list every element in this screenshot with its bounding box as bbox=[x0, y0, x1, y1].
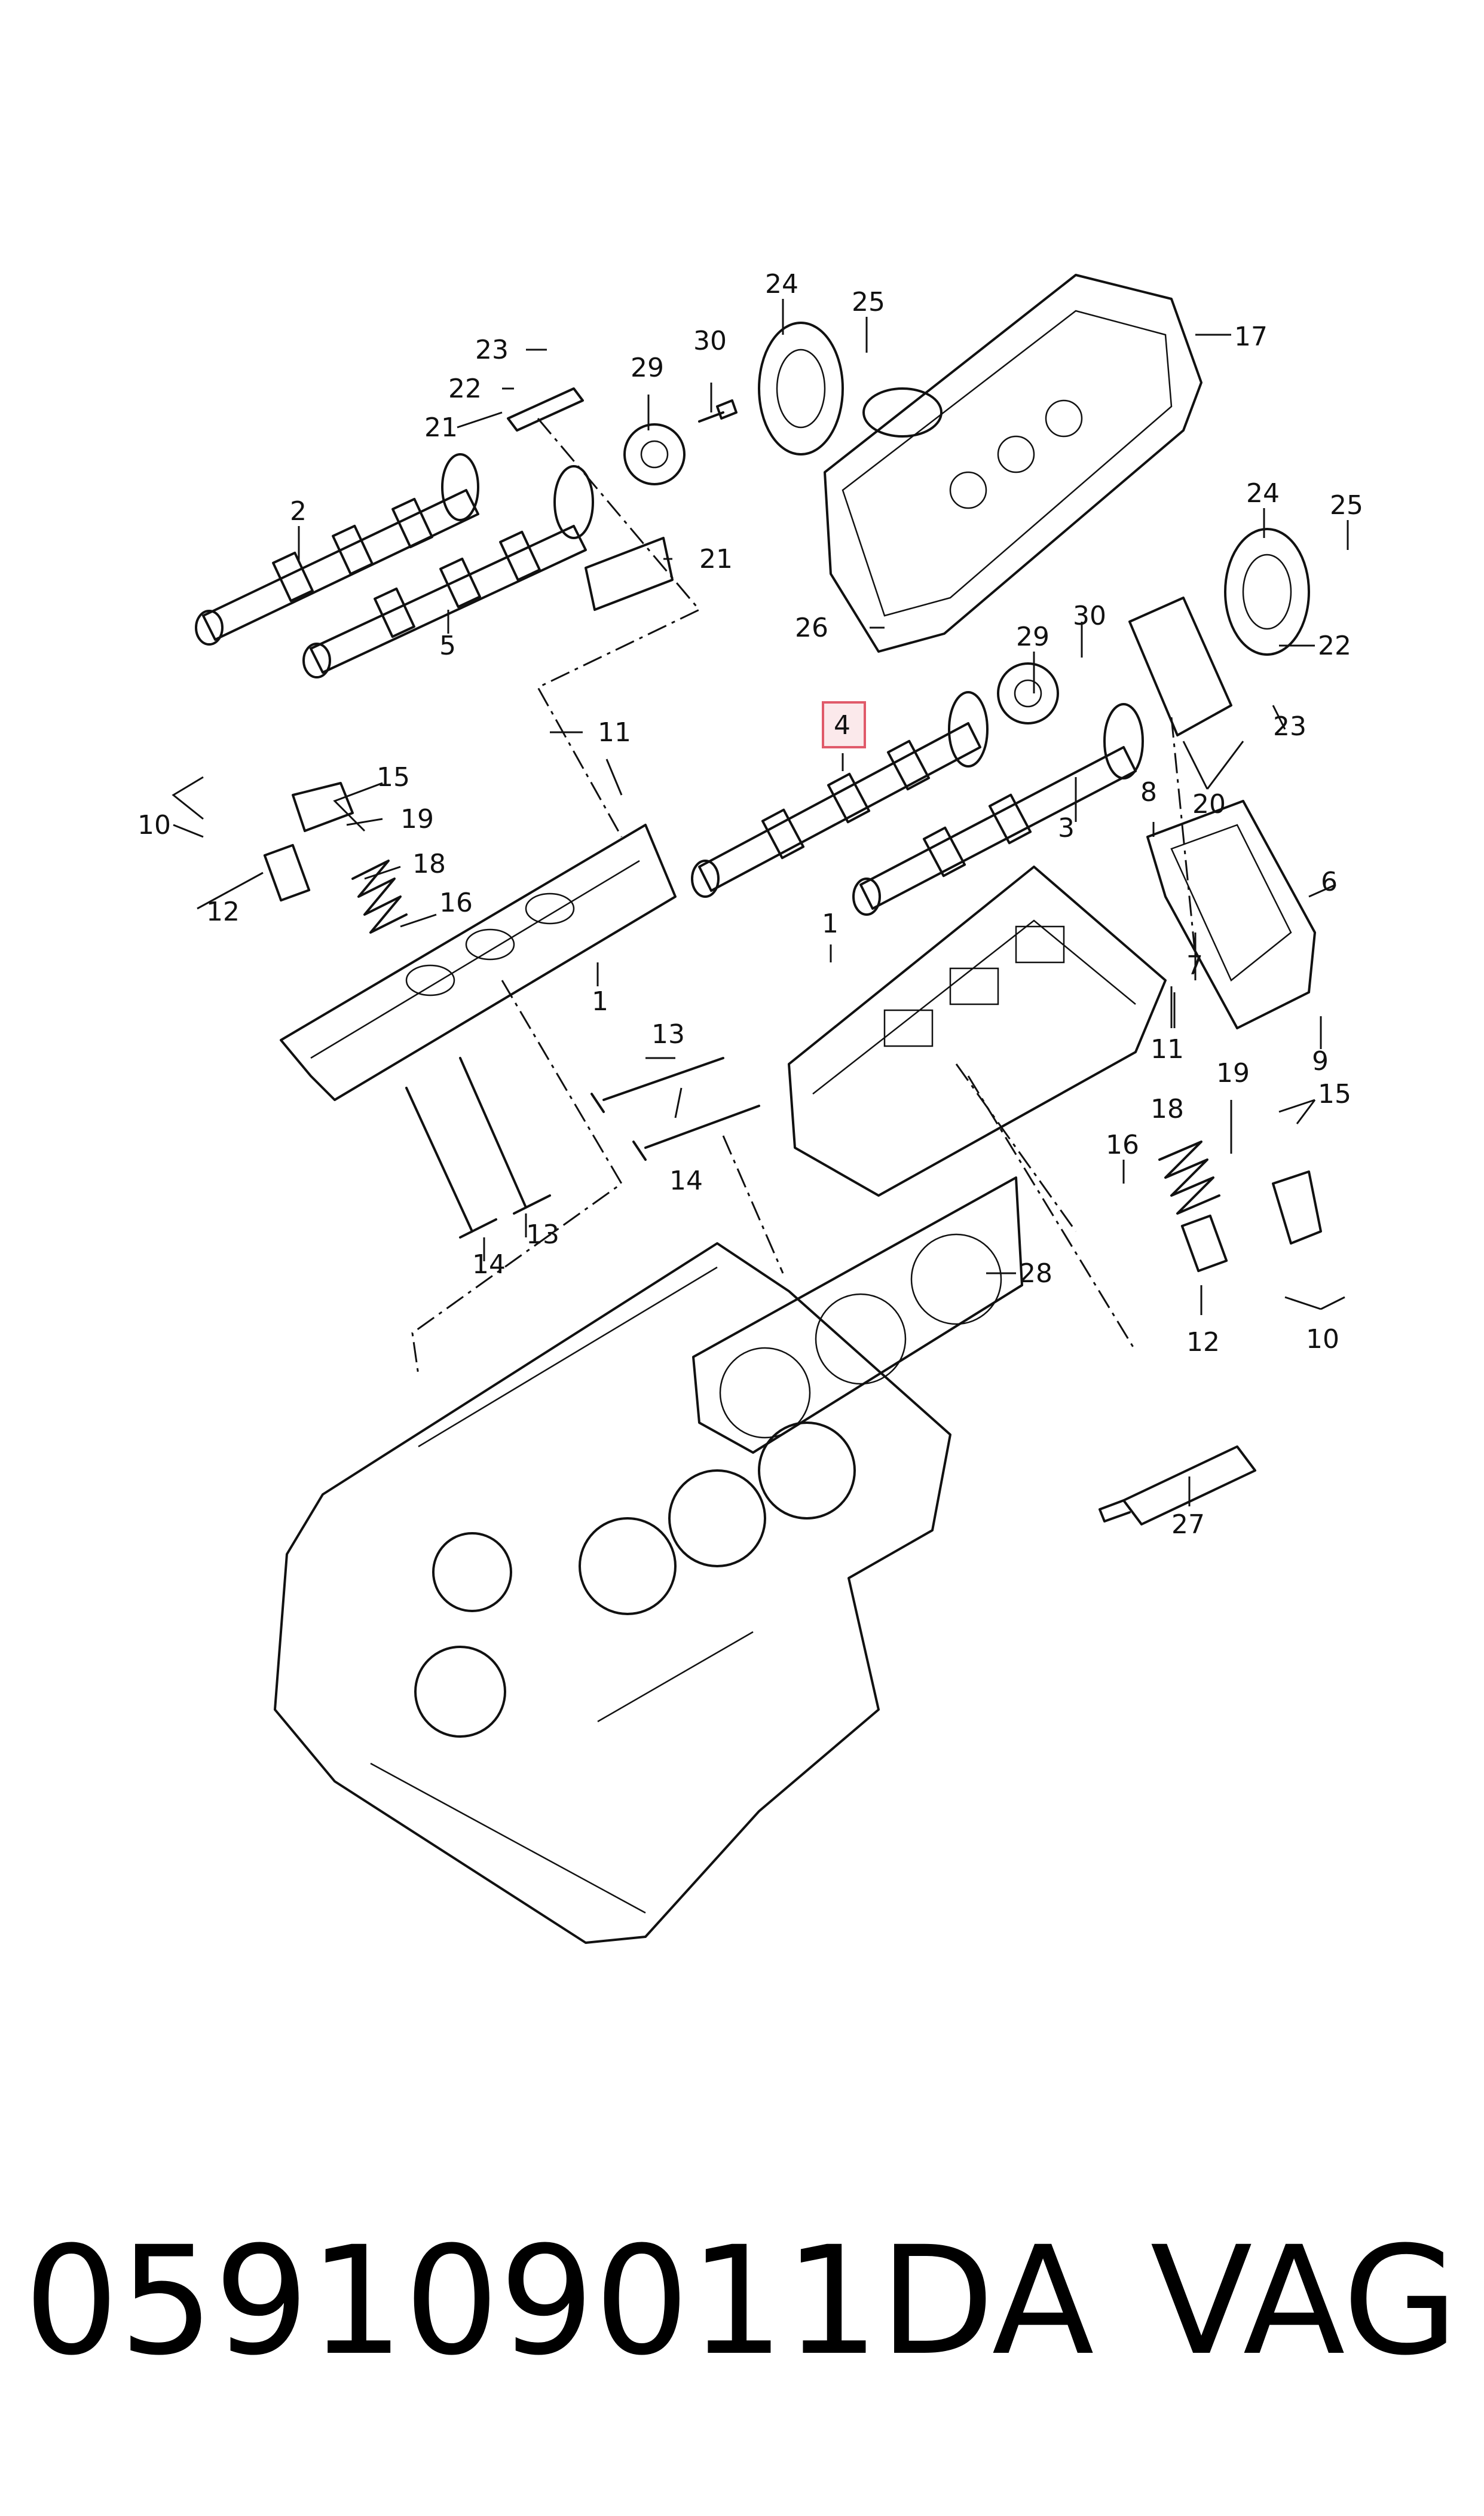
callout-1-left: 1 bbox=[592, 986, 608, 1017]
valve-left-13 bbox=[459, 1057, 551, 1215]
callout-29-top: 29 bbox=[631, 353, 664, 383]
callout-5: 5 bbox=[439, 631, 456, 661]
callout-22-right: 22 bbox=[1318, 631, 1351, 661]
callout-14-left: 14 bbox=[472, 1249, 506, 1280]
brand-label: VAG bbox=[1150, 2214, 1458, 2388]
sprocket-right bbox=[1224, 528, 1310, 656]
callout-9: 9 bbox=[1312, 1046, 1329, 1077]
callout-20: 20 bbox=[1192, 789, 1226, 820]
camshaft-adjuster-right bbox=[997, 662, 1059, 724]
camshaft-left-exhaust bbox=[302, 465, 594, 678]
callout-29-right: 29 bbox=[1016, 622, 1049, 652]
callout-labels: 1 1 2 3 4 5 6 7 8 9 10 10 11 11 12 12 13… bbox=[137, 269, 1363, 1540]
callout-24-top: 24 bbox=[765, 269, 798, 299]
callout-2: 2 bbox=[290, 496, 307, 527]
callout-19-right: 19 bbox=[1216, 1058, 1250, 1089]
head-gasket bbox=[692, 1176, 1023, 1454]
camshaft-right-exhaust bbox=[852, 703, 1144, 916]
bearing-bridge-left bbox=[585, 537, 674, 611]
cylinder-head-right bbox=[788, 866, 1167, 1197]
callout-28: 28 bbox=[1019, 1258, 1052, 1289]
callout-25-right: 25 bbox=[1330, 490, 1363, 521]
callout-23-right: 23 bbox=[1273, 711, 1306, 742]
callout-15-right: 15 bbox=[1318, 1079, 1351, 1109]
callout-24-right: 24 bbox=[1246, 478, 1280, 509]
camshaft-right-intake bbox=[691, 691, 989, 898]
valve-spring-right bbox=[1158, 1141, 1220, 1215]
valve-spring-left bbox=[351, 860, 408, 934]
camshaft-left-intake bbox=[195, 453, 479, 646]
highlight-box-part-4 bbox=[822, 701, 866, 748]
engine-block bbox=[274, 1242, 951, 1944]
callout-8: 8 bbox=[1140, 777, 1157, 808]
rocker-arm-left bbox=[292, 782, 354, 832]
callout-4: 4 bbox=[834, 710, 850, 741]
camshaft-adjuster-left bbox=[623, 423, 686, 485]
callout-3: 3 bbox=[1058, 813, 1075, 843]
callout-10-right: 10 bbox=[1306, 1324, 1339, 1355]
sealant-tube bbox=[1099, 1445, 1256, 1526]
callout-6: 6 bbox=[1321, 867, 1338, 897]
callout-17: 17 bbox=[1234, 322, 1268, 352]
bearing-cap-left bbox=[507, 387, 584, 432]
hydraulic-lifter-right bbox=[1180, 1214, 1228, 1273]
callout-27: 27 bbox=[1171, 1509, 1205, 1540]
callout-11-right: 11 bbox=[1151, 1034, 1184, 1065]
callout-15-left: 15 bbox=[377, 762, 410, 793]
callout-11-left: 11 bbox=[598, 717, 631, 748]
valve-cover bbox=[824, 274, 1203, 653]
part-number: 059109011DA bbox=[24, 2214, 1094, 2388]
part-caption: 059109011DA VAG bbox=[24, 2212, 1458, 2391]
callout-12-right: 12 bbox=[1186, 1327, 1220, 1358]
callout-13-left: 13 bbox=[526, 1219, 559, 1250]
callout-12-left: 12 bbox=[206, 897, 240, 927]
callout-13-right: 13 bbox=[651, 1019, 685, 1050]
callout-30-right: 30 bbox=[1073, 601, 1106, 631]
callout-leaders bbox=[172, 299, 1349, 1506]
callout-10-left: 10 bbox=[137, 810, 171, 840]
callout-14-right: 14 bbox=[669, 1166, 703, 1196]
rocker-arm-right bbox=[1272, 1170, 1322, 1245]
bolt-left bbox=[698, 399, 738, 423]
cylinder-head-left bbox=[280, 824, 677, 1101]
valve-left-14 bbox=[405, 1087, 497, 1239]
callout-7: 7 bbox=[1186, 950, 1203, 981]
hydraulic-lifter-left bbox=[263, 843, 311, 902]
callout-16-right: 16 bbox=[1106, 1130, 1139, 1160]
valve-right-14 bbox=[632, 1105, 760, 1161]
callout-22-left: 22 bbox=[448, 374, 482, 404]
assembly-lines bbox=[411, 418, 1197, 1375]
callout-18-left: 18 bbox=[412, 849, 446, 879]
callout-16-left: 16 bbox=[439, 888, 473, 918]
chain-housing-right bbox=[1128, 597, 1232, 736]
callout-21-top: 21 bbox=[424, 412, 458, 443]
callout-26: 26 bbox=[795, 613, 828, 643]
callout-19-left: 19 bbox=[400, 804, 434, 834]
valve-right-13 bbox=[590, 1057, 724, 1113]
callout-18-right: 18 bbox=[1151, 1094, 1184, 1124]
callout-21-bottom: 21 bbox=[699, 544, 733, 574]
callout-25-top: 25 bbox=[852, 287, 885, 317]
sprocket-left bbox=[758, 322, 844, 455]
callout-23-left: 23 bbox=[475, 335, 509, 365]
callout-30-top: 30 bbox=[693, 326, 727, 356]
timing-case-right bbox=[1146, 800, 1316, 1029]
callout-1-right: 1 bbox=[822, 909, 839, 939]
